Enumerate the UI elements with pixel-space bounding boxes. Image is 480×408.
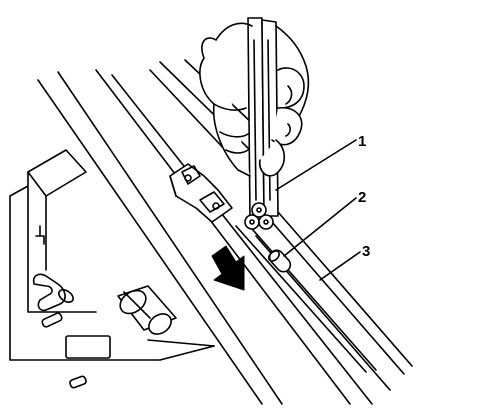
rail-bracket <box>169 163 233 223</box>
leader-lines <box>275 139 361 281</box>
callout-1: 1 <box>358 133 366 150</box>
callout-3: 3 <box>362 243 370 260</box>
roller-component <box>117 285 177 335</box>
channel-track <box>235 211 413 391</box>
clip-component <box>32 273 74 328</box>
door-panel <box>9 149 215 389</box>
callout-2: 2 <box>358 189 366 206</box>
direction-arrow-icon <box>211 245 245 291</box>
rail-lines <box>37 59 373 405</box>
hand-illustration <box>199 22 310 177</box>
push-tool <box>244 17 279 230</box>
pin-component <box>267 249 292 273</box>
